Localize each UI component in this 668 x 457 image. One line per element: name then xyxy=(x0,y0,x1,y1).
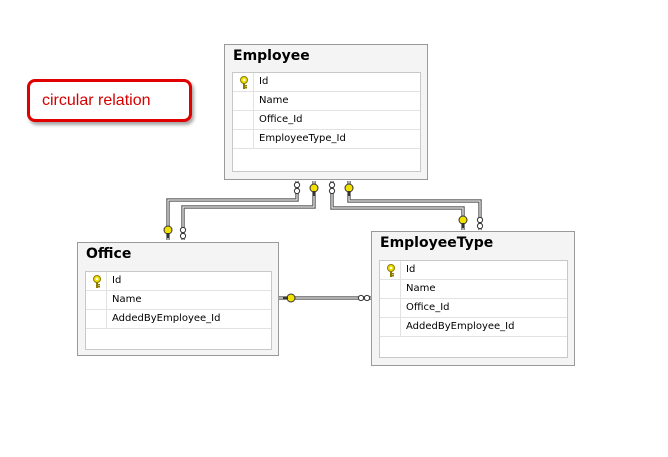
infinity-icon xyxy=(293,181,301,195)
column-name: Office_Id xyxy=(259,114,303,125)
column-name: Name xyxy=(112,294,142,305)
table-office[interactable]: Office Id Name AddedByEmployee_Id xyxy=(77,242,279,356)
column-grid: Id Name Office_Id EmployeeType_Id xyxy=(232,72,421,172)
column-name: Id xyxy=(259,76,269,87)
column-row[interactable]: Id xyxy=(380,261,567,280)
column-name: Office_Id xyxy=(406,302,450,313)
column-row[interactable]: Name xyxy=(233,92,420,111)
column-name: AddedByEmployee_Id xyxy=(112,313,221,324)
column-name: AddedByEmployee_Id xyxy=(406,321,515,332)
column-name: Name xyxy=(259,95,289,106)
column-row[interactable]: EmployeeType_Id xyxy=(233,130,420,149)
column-row[interactable]: Id xyxy=(233,73,420,92)
key-icon xyxy=(387,264,395,277)
table-title: EmployeeType xyxy=(380,235,494,251)
table-employeetype[interactable]: EmployeeType Id Name Office_Id AddedByEm… xyxy=(371,231,575,366)
infinity-icon xyxy=(357,294,371,302)
table-employee[interactable]: Employee Id Name Office_Id EmployeeType_… xyxy=(224,44,428,180)
column-row[interactable]: Name xyxy=(380,280,567,299)
infinity-icon xyxy=(328,181,336,195)
key-icon xyxy=(240,76,248,89)
column-row[interactable]: AddedByEmployee_Id xyxy=(86,310,271,329)
key-icon xyxy=(93,275,101,288)
column-grid: Id Name AddedByEmployee_Id xyxy=(85,271,272,350)
column-row[interactable]: AddedByEmployee_Id xyxy=(380,318,567,337)
table-title: Employee xyxy=(233,48,310,64)
column-row[interactable]: Office_Id xyxy=(380,299,567,318)
annotation-callout: circular relation xyxy=(27,79,192,122)
column-grid: Id Name Office_Id AddedByEmployee_Id xyxy=(379,260,568,358)
key-icon xyxy=(282,293,296,303)
column-row[interactable]: Office_Id xyxy=(233,111,420,130)
infinity-icon xyxy=(476,216,484,230)
column-name: Name xyxy=(406,283,436,294)
key-icon xyxy=(163,225,173,239)
key-icon xyxy=(458,215,468,229)
column-name: Id xyxy=(112,275,122,286)
relation-office-employee-outer[interactable] xyxy=(166,181,299,240)
key-icon xyxy=(344,183,354,197)
table-title: Office xyxy=(86,246,132,262)
column-row[interactable]: Name xyxy=(86,291,271,310)
column-name: EmployeeType_Id xyxy=(259,133,346,144)
column-name: Id xyxy=(406,264,416,275)
infinity-icon xyxy=(179,226,187,240)
key-icon xyxy=(309,183,319,197)
annotation-text: circular relation xyxy=(42,92,151,109)
column-row[interactable]: Id xyxy=(86,272,271,291)
